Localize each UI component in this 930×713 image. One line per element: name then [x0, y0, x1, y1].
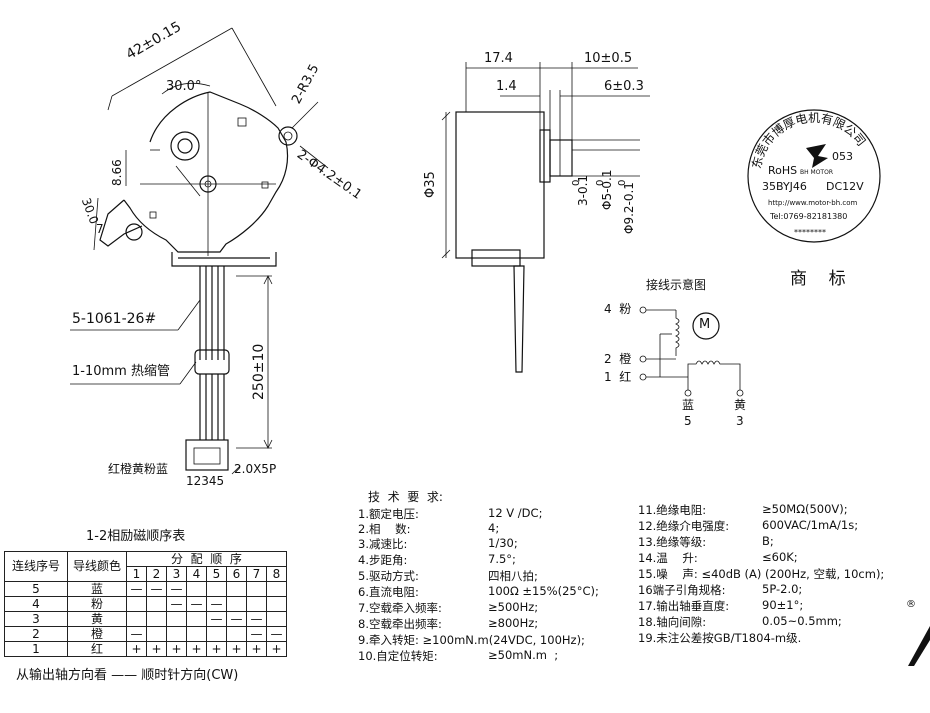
spec-row: 18.轴向间隙:0.05~0.5mm;	[638, 614, 842, 629]
row-step-cell: —	[226, 611, 247, 627]
table-header-row: 连线序号 导线颜色 分 配 顺 序	[4, 551, 287, 582]
row-step-cell: —	[166, 596, 187, 612]
logo-voltage: DC12V	[826, 180, 864, 193]
side-dimensions	[465, 62, 650, 177]
row-step-cell: +	[126, 641, 147, 657]
wiring-yellow-label: 黄	[734, 398, 747, 412]
motor-symbol-icon	[692, 312, 720, 340]
specs-title: 技 术 要 求:	[368, 490, 443, 504]
row-step-cell: +	[166, 641, 187, 657]
logo-code: 053	[832, 150, 853, 163]
row-step-cell: +	[226, 641, 247, 657]
spec-row: 3.减速比:1/30;	[358, 536, 518, 551]
spec-row: 13.绝缘等级:B;	[638, 534, 774, 549]
spec-row: 7.空载牵入频率:≥500Hz;	[358, 600, 539, 615]
row-step-cell: —	[206, 596, 227, 612]
dim-seven-label: 7	[96, 222, 104, 236]
spec-row: 14.温 升:≤60K;	[638, 550, 798, 565]
dim-17-label: 17.4	[484, 51, 513, 66]
blue-terminal-icon	[684, 389, 692, 397]
spec-row: 11.绝缘电阻:≥50MΩ(500V);	[638, 502, 848, 517]
logo-website: http://www.motor-bh.com	[768, 199, 858, 207]
spec-row: 4.步距角:7.5°;	[358, 552, 516, 567]
spec-row: 12.绝缘介电强度:600VAC/1mA/1s;	[638, 518, 859, 533]
wiring-title: 接线示意图	[646, 278, 707, 292]
row-step-cell: —	[126, 626, 147, 642]
dim-6-label: 6±0.3	[604, 79, 644, 94]
wiring-pin4: 4 粉	[604, 302, 632, 316]
yellow-terminal-icon	[736, 389, 744, 397]
logo-brand: BH MOTOR	[800, 169, 833, 176]
dim-14-label: 1.4	[496, 79, 517, 94]
wiring-motor-label: M	[699, 317, 711, 332]
wiring-pin2: 2 橙	[604, 352, 632, 366]
logo-model: 35BYJ46	[762, 180, 807, 193]
wiring-blue-num: 5	[684, 414, 692, 428]
row-wire-color: 红	[67, 641, 127, 657]
spec-row: 16端子引角规格:5P-2.0;	[638, 582, 803, 597]
connector-colors-label: 红橙黄粉蓝	[108, 462, 169, 476]
wiring-blue-label: 蓝	[682, 398, 695, 412]
dim-angle-label: 30.0°	[166, 79, 202, 94]
wiring-pin1: 1 红	[604, 370, 632, 384]
wire-bundle	[70, 266, 273, 475]
connector-spec-label: 2.0X5P	[234, 462, 277, 476]
motor-front-outline	[99, 91, 298, 267]
sequence-table-title: 1-2相励磁顺序表	[86, 529, 186, 544]
sequence-table-footer: 从输出轴方向看 —— 顺时针方向(CW)	[16, 668, 239, 683]
spec-row: 2.相 数:4;	[358, 521, 500, 536]
logo-stars: ********	[794, 228, 826, 237]
spec-row: 1.额定电压:12 V /DC;	[358, 506, 543, 521]
row-wire-number: 1	[4, 641, 68, 657]
logo-rohs: RoHS	[768, 164, 798, 177]
row-wire-color: 黄	[67, 611, 127, 627]
row-step-cell: —	[146, 581, 167, 597]
row-step-cell: +	[266, 641, 287, 657]
logo-tel: Tel:0769-82181380	[770, 212, 848, 221]
spec-row: 15.噪 声: ≤40dB (A) (200Hz, 空载, 10cm);	[638, 567, 885, 581]
motor-side-outline	[441, 111, 573, 373]
spec-row: 6.直流电阻:100Ω ±15%(25°C);	[358, 584, 599, 599]
registered-mark: ®	[906, 599, 916, 610]
front-dimensions	[93, 27, 329, 251]
trademark-label: 商 标	[790, 269, 846, 289]
spec-row: 8.空载牵出频率:≥800Hz;	[358, 616, 539, 631]
spec-row: 9.牵入转矩: ≥100mN.m(24VDC, 100Hz);	[358, 633, 585, 647]
connector-pins-label: 12345	[186, 474, 225, 488]
wiring-yellow-num: 3	[736, 414, 744, 428]
sleeve-label: 1-10mm 热缩管	[72, 364, 170, 379]
row-step-cell: —	[126, 581, 147, 597]
spec-row: 17.输出轴垂直度:90±1°;	[638, 598, 804, 613]
header-wire-color: 导线颜色	[67, 551, 127, 582]
spec-row: 10.自定位转矩:≥50mN.m ;	[358, 648, 559, 663]
wire-spec-label: 5-1061-26#	[72, 311, 157, 327]
logo-mark-icon	[806, 144, 828, 168]
dim-10-label: 10±0.5	[584, 51, 633, 66]
spec-row: 5.驱动方式:四相八拍;	[358, 569, 538, 583]
spec-row: 19.未注公差按GB/T1804-m级.	[638, 631, 802, 645]
